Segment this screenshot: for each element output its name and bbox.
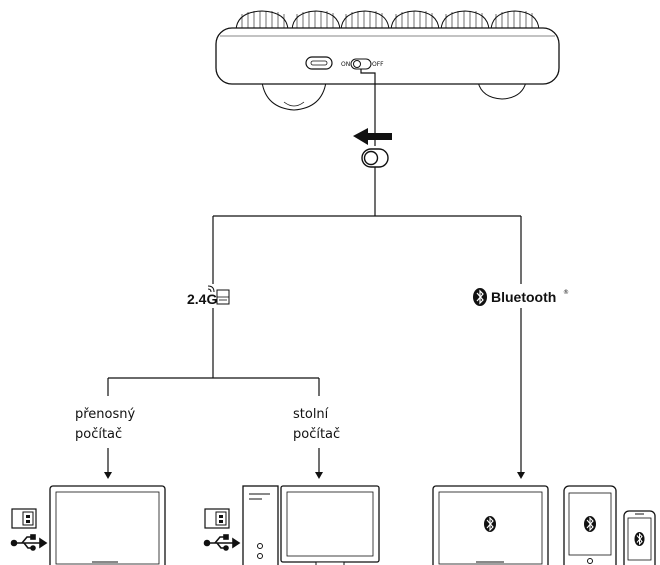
desktop-label-line2: počítač bbox=[293, 427, 340, 442]
wireless-signal-icon bbox=[207, 285, 215, 293]
keyboard-foot-right bbox=[477, 81, 527, 100]
usb-receiver-icon bbox=[204, 508, 230, 529]
switch-off-label: OFF bbox=[372, 61, 384, 68]
bluetooth-icon bbox=[484, 516, 496, 532]
keyboard-foot-left bbox=[261, 81, 327, 111]
keyboard-body bbox=[215, 27, 560, 85]
laptop-label-line1: přenosný bbox=[75, 407, 136, 422]
keyboard-illustration: ON OFF bbox=[215, 10, 560, 111]
tablet-device bbox=[563, 485, 617, 565]
usb-symbol-icon bbox=[203, 534, 241, 551]
arrow-left-icon bbox=[353, 128, 392, 145]
usb-receiver-icon bbox=[11, 508, 37, 529]
arrow-heads bbox=[104, 472, 525, 479]
connection-24g: 2.4G bbox=[187, 285, 230, 307]
desktop-tower bbox=[242, 485, 279, 565]
laptop-device bbox=[49, 485, 166, 565]
usb-receiver-icon bbox=[216, 289, 230, 305]
laptop-label-line2: počítač bbox=[75, 427, 122, 442]
bluetooth-icon bbox=[473, 288, 487, 306]
switch-on-label: ON bbox=[341, 61, 350, 68]
bluetooth-icon bbox=[584, 516, 596, 532]
connection-bluetooth: Bluetooth ® bbox=[473, 288, 569, 306]
usb-symbol-icon bbox=[10, 534, 48, 551]
bluetooth-trademark: ® bbox=[563, 289, 569, 296]
phone-device bbox=[623, 510, 656, 565]
bluetooth-icon bbox=[634, 532, 645, 546]
bluetooth-label: Bluetooth bbox=[491, 289, 556, 305]
usb-c-port bbox=[305, 56, 333, 70]
desktop-monitor bbox=[280, 485, 380, 565]
switch-leader-line bbox=[360, 69, 376, 146]
desktop-label-line1: stolní bbox=[293, 407, 329, 422]
bt-laptop-device bbox=[432, 485, 549, 565]
keyboard-keys bbox=[235, 10, 540, 31]
connection-24g-label: 2.4G bbox=[187, 291, 217, 307]
key-texture bbox=[241, 11, 533, 28]
toggle-switch-icon bbox=[361, 148, 389, 168]
branch-lines bbox=[107, 167, 522, 474]
